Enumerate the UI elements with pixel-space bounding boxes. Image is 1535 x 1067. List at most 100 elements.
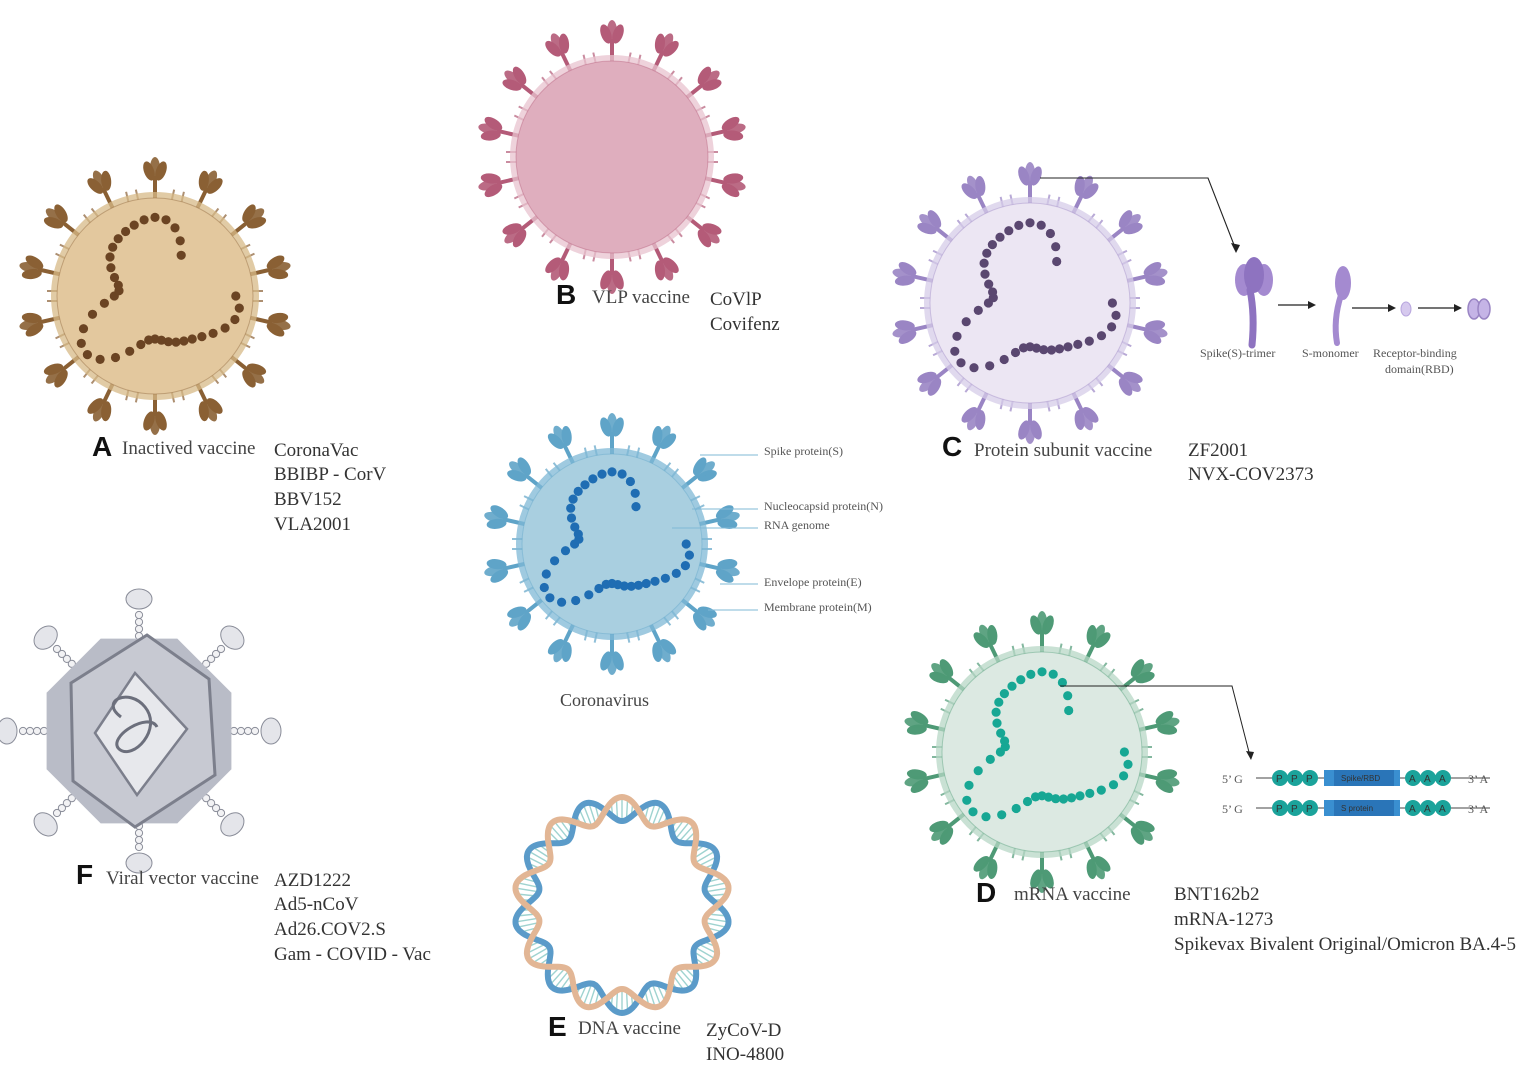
spike-protein-icon [600,413,624,460]
inactivated-example-3: BBV152 [274,489,342,510]
inactivated-virus-illustration [19,157,291,435]
protein-example-1: ZF2001 [1188,440,1248,461]
arrow-head [1454,304,1462,312]
fiber-protein-icon [222,717,282,745]
spike-callout-arrow [1040,177,1237,251]
arrow-head [1231,243,1240,253]
inactivated-example-2: BBIBP - CorV [274,464,387,485]
fiber-protein-icon [0,717,56,745]
three-prime-label: 3’ A [1468,772,1488,786]
spike-trimer-icon [1235,257,1273,349]
spike-protein-icon [699,116,746,141]
spike-protein-icon [929,809,969,845]
vector-example-1: AZD1222 [274,870,351,891]
phosphate-label: P [1306,774,1313,785]
vlp-vaccine-label: VLP vaccine [592,287,690,308]
coronavirus-illustration [484,413,740,675]
spike-protein-icon [244,312,291,337]
dna-vaccine-label: DNA vaccine [578,1018,681,1039]
rbd-label-line1: Receptor-binding [1373,346,1457,360]
mrna-example-1: BNT162b2 [1174,884,1260,905]
spike-protein-icon [43,204,84,240]
spike-protein-icon [1121,320,1168,344]
spike-protein-icon [143,388,167,435]
inactivated-example-4: VLA2001 [274,514,351,535]
rbd-icon [1400,301,1412,317]
five-prime-label: 5’ G [1222,802,1243,816]
panel-letter-a: A [92,431,112,462]
dna-plasmid-illustration [512,793,732,1017]
three-prime-label: 3’ A [1468,802,1488,816]
rbd-label-line2: domain(RBD) [1385,362,1454,376]
panel-letter-d: D [976,877,996,908]
phosphate-label: P [1291,804,1298,815]
coding-region-label: Spike/RBD [1341,774,1380,783]
polya-label: A [1439,804,1446,815]
spike-protein-icon [19,312,66,337]
rbd-dimer-icon [1467,298,1491,320]
viral-vector-label: Viral vector vaccine [106,868,259,889]
phosphate-label: P [1276,804,1283,815]
polya-label: A [1409,774,1416,785]
panel-letter-e: E [548,1011,567,1042]
spike-protein-icon [929,659,969,695]
inactivated-vaccine-label: Inactived vaccine [122,438,255,459]
spike-protein-icon [1030,846,1054,893]
spike-protein-icon [143,157,167,204]
polya-label: A [1424,804,1431,815]
nucleocapsid-protein-label: Nucleocapsid protein(N) [764,499,883,513]
spike-protein-icon [677,457,717,493]
spike-protein-icon [917,210,957,246]
rna-genome-label: RNA genome [764,518,830,532]
protein-subunit-illustration [892,162,1168,444]
spike-protein-label: Spike protein(S) [764,444,843,458]
adenovirus-vector-illustration [0,588,282,874]
protein-subunit-label: Protein subunit vaccine [974,440,1152,461]
spike-protein-icon [1133,769,1180,793]
polya-label: A [1409,804,1416,815]
spike-protein-icon [1030,611,1054,658]
spike-trimer-label: Spike(S)-trimer [1200,346,1275,360]
spike-protein-icon [693,505,740,529]
spike-protein-icon [892,320,939,344]
mrna-illustration [904,611,1180,893]
protein-example-2: NVX-COV2373 [1188,464,1314,485]
spike-protein-icon [649,237,679,281]
inactivated-example-1: CoronaVac [274,440,358,461]
dna-example-1: ZyCoV-D [706,1020,781,1041]
mrna-vaccine-label: mRNA vaccine [1014,884,1131,905]
vlp-example-1: CoVlP [710,289,762,310]
s-monomer-icon [1332,266,1351,346]
spike-protein-icon [649,33,679,77]
arrow-head [1246,751,1254,760]
coronavirus-callout-lines [672,454,758,611]
mrna-example-2: mRNA-1273 [1174,909,1273,930]
phosphate-label: P [1306,804,1313,815]
spike-protein-icon [478,173,525,198]
polya-label: A [1439,774,1446,785]
spike-protein-icon [917,360,957,396]
panel-letter-f: F [76,859,93,890]
spike-protein-icon [600,247,624,294]
mrna-callout-arrow [1060,685,1251,757]
arrow-head [1388,304,1396,312]
vector-example-3: Ad26.COV2.S [274,919,386,940]
vector-example-2: Ad5-nCoV [274,894,359,915]
spike-protein-icon [1018,162,1042,209]
spike-protein-icon [973,624,1003,668]
panel-letter-b: B [556,279,576,310]
spike-protein-icon [1115,809,1155,845]
s-monomer-label: S-monomer [1302,346,1359,360]
panel-letter-c: C [942,431,962,462]
arrow-head [1308,301,1316,309]
coding-region-label: S protein [1341,804,1373,813]
mrna-example-3: Spikevax Bivalent Original/Omicron BA.4-… [1174,934,1516,955]
spike-protein-icon [226,204,267,240]
dna-example-2: INO-4800 [706,1044,784,1065]
envelope-protein-label: Envelope protein(E) [764,575,862,589]
five-prime-label: 5’ G [1222,772,1243,786]
vlp-illustration [478,20,746,294]
